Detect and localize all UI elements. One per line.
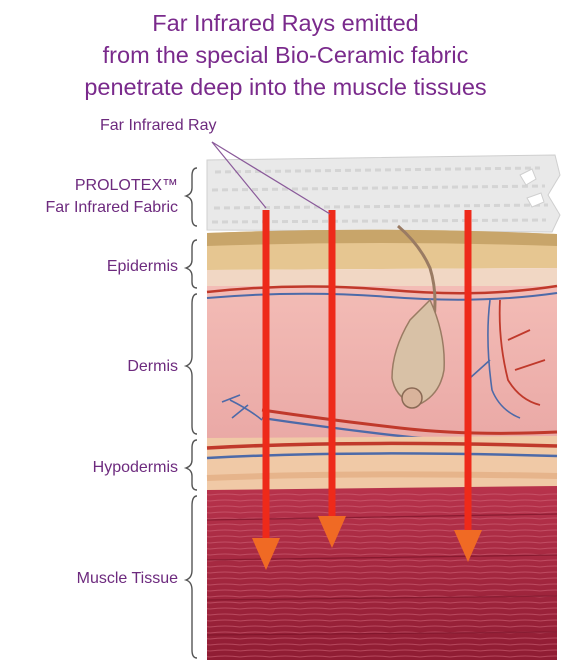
muscle-tissue-label: Muscle Tissue [77,569,178,589]
hypodermis-brace [186,440,197,490]
epidermis-label: Epidermis [107,257,178,277]
epidermis-brace [186,240,197,288]
dermis-label: Dermis [127,357,178,377]
fabric-brace [186,168,197,226]
fabric-label-line-2: Far Infrared Fabric [46,198,178,218]
fabric-layer [207,155,560,232]
layer-braces [186,168,197,658]
far-infrared-ray-label: Far Infrared Ray [100,116,216,136]
hypodermis-layer [207,436,557,492]
muscle-tissue-layer [207,486,557,660]
muscle-brace [186,496,197,658]
dermis-brace [186,294,197,434]
epidermis-layer [207,230,557,290]
hypodermis-label: Hypodermis [93,458,178,478]
fabric-label-line-1: PROLOTEX™ [75,176,178,196]
